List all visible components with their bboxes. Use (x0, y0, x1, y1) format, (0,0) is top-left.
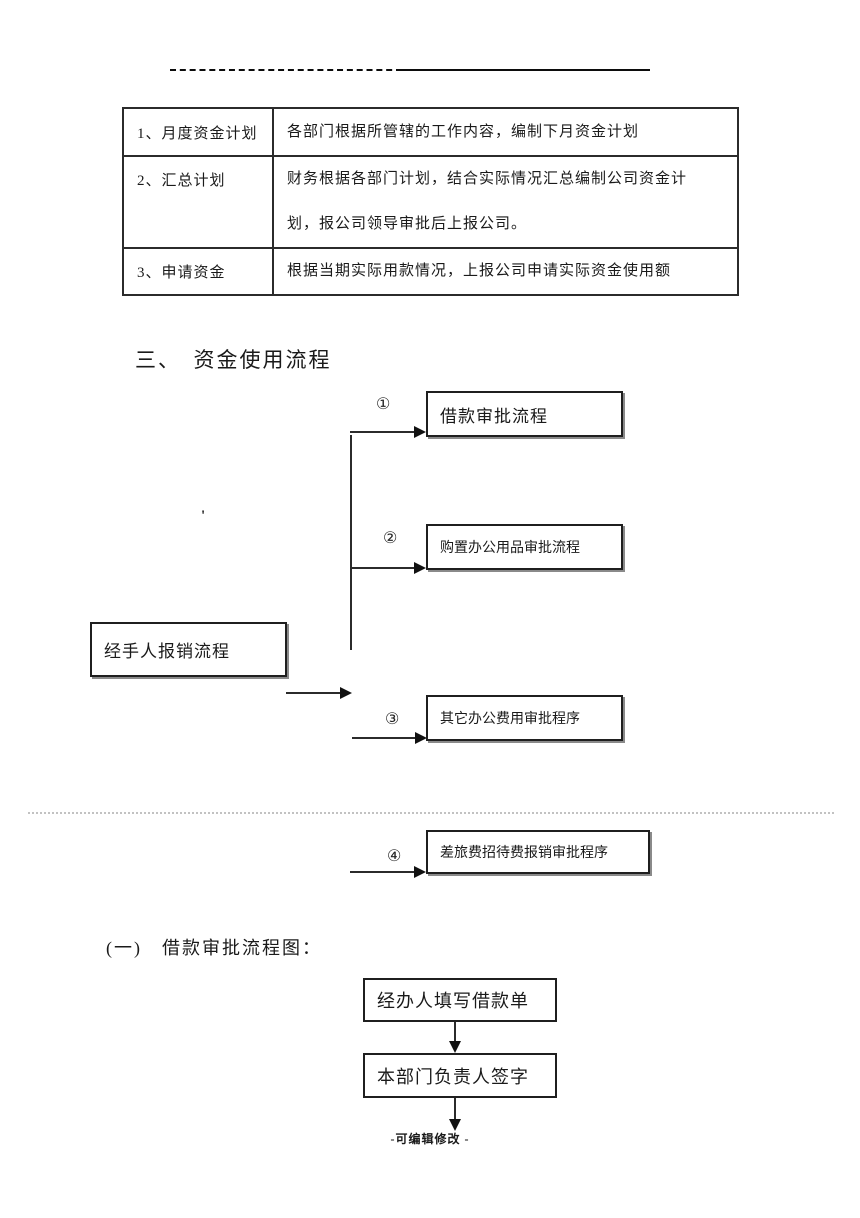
row-desc: 各部门根据所管辖的工作内容，编制下月资金计划 (272, 107, 739, 157)
branch-box-label: 其它办公费用审批程序 (440, 712, 580, 727)
flow-trunk-line (350, 435, 352, 650)
branch-arrow-line (350, 871, 418, 873)
branch-box-travel-expenses: 差旅费招待费报销审批程序 (426, 830, 650, 874)
footer-editable-note: -可编辑修改 - (390, 1132, 470, 1146)
stray-mark: ' (201, 508, 206, 524)
row-label: 1、月度资金计划 (122, 107, 274, 157)
arrow-right-icon (414, 866, 426, 878)
branch-box-other-expenses: 其它办公费用审批程序 (426, 695, 623, 741)
table-row: 2、汇总计划 财务根据各部门计划，结合实际情况汇总编制公司资金计 划，报公司领导… (122, 155, 739, 249)
row-label: 2、汇总计划 (122, 155, 274, 249)
source-arrow-line (286, 692, 342, 694)
header-rule-solid (402, 69, 650, 71)
loan-step-box-2: 本部门负责人签字 (363, 1053, 557, 1098)
branch-box-label: 购置办公用品审批流程 (440, 541, 580, 556)
arrow-down-icon (449, 1041, 461, 1053)
arrow-right-icon (415, 732, 427, 744)
row-desc-line: 根据当期实际用款情况，上报公司申请实际资金使用额 (287, 263, 672, 279)
branch-box-label: 借款审批流程 (440, 406, 548, 426)
table-row: 1、月度资金计划 各部门根据所管辖的工作内容，编制下月资金计划 (122, 107, 739, 157)
funding-plan-table: 1、月度资金计划 各部门根据所管辖的工作内容，编制下月资金计划 2、汇总计划 财… (122, 107, 739, 296)
branch-arrow-line (350, 567, 418, 569)
row-desc-line: 财务根据各部门计划，结合实际情况汇总编制公司资金计 (287, 171, 688, 187)
header-rule-dashed (170, 69, 402, 71)
source-box-reimbursement: 经手人报销流程 (90, 622, 287, 677)
branch-box-label: 差旅费招待费报销审批程序 (440, 846, 608, 861)
branch-number: ③ (385, 711, 400, 728)
branch-number: ② (383, 530, 398, 547)
loan-flow-arrow-line (454, 1098, 456, 1121)
row-desc-line: 划，报公司领导审批后上报公司。 (287, 216, 528, 232)
branch-number: ④ (387, 848, 402, 865)
branch-box-office-supplies: 购置办公用品审批流程 (426, 524, 623, 570)
branch-box-loan: 借款审批流程 (426, 391, 623, 437)
loan-step-box-1: 经办人填写借款单 (363, 978, 557, 1022)
row-label: 3、申请资金 (122, 247, 274, 296)
row-desc: 财务根据各部门计划，结合实际情况汇总编制公司资金计 划，报公司领导审批后上报公司… (272, 155, 739, 249)
branch-arrow-line (350, 431, 418, 433)
loan-step-label: 经办人填写借款单 (377, 991, 529, 1011)
arrow-right-icon (340, 687, 352, 699)
arrow-down-icon (449, 1119, 461, 1131)
row-desc-line: 各部门根据所管辖的工作内容，编制下月资金计划 (287, 123, 640, 140)
row-desc: 根据当期实际用款情况，上报公司申请实际资金使用额 (272, 247, 739, 296)
page-break-dotted-line (28, 812, 834, 814)
table-row: 3、申请资金 根据当期实际用款情况，上报公司申请实际资金使用额 (122, 247, 739, 296)
arrow-right-icon (414, 426, 426, 438)
subsection-heading: (一) 借款审批流程图： (106, 938, 322, 958)
arrow-right-icon (414, 562, 426, 574)
source-box-label: 经手人报销流程 (104, 642, 230, 661)
loan-flow-arrow-line (454, 1022, 456, 1043)
loan-step-label: 本部门负责人签字 (377, 1066, 529, 1087)
branch-number: ① (376, 396, 391, 413)
section-heading: 三、 资金使用流程 (135, 348, 332, 372)
branch-arrow-line (352, 737, 418, 739)
